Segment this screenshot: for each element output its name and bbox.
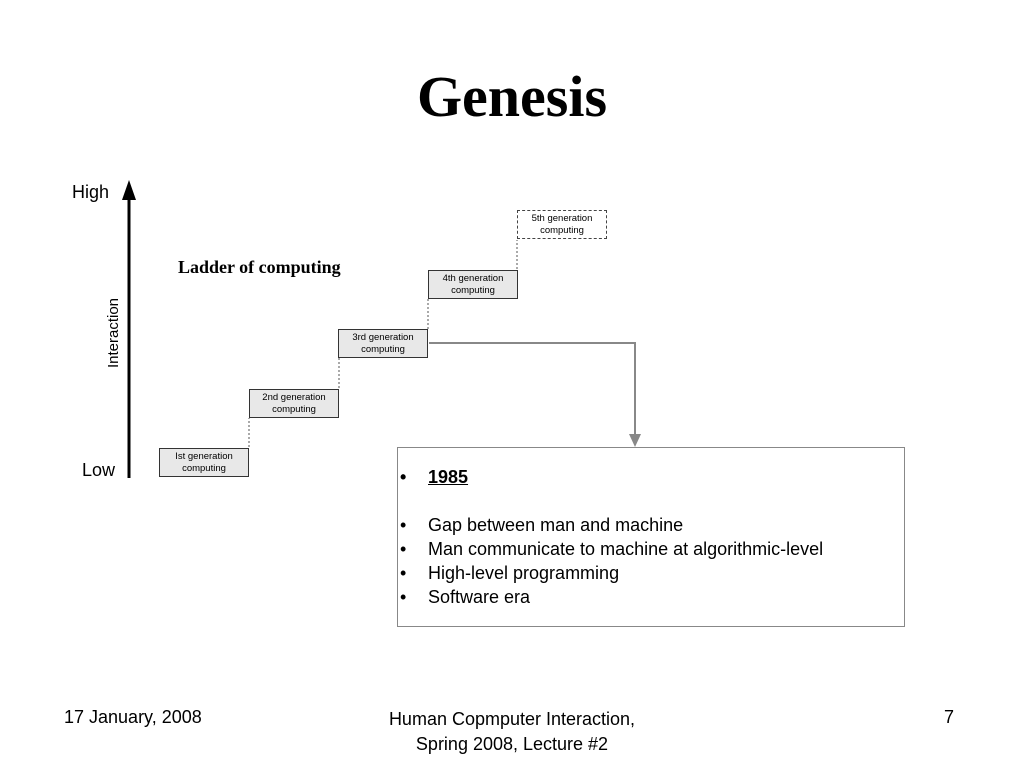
generation-box-4: 4th generation computing — [428, 270, 518, 299]
diagram-title: Ladder of computing — [178, 257, 341, 277]
callout-arrowhead — [629, 434, 641, 447]
axis-low-label: Low — [82, 460, 116, 480]
generation-box-2: 2nd generation computing — [249, 389, 339, 418]
interaction-axis-arrowhead — [122, 180, 136, 200]
generation-box-3: 3rd generation computing — [338, 329, 428, 358]
info-list-details: Gap between man and machine Man communic… — [398, 513, 898, 609]
info-item: Gap between man and machine — [398, 513, 898, 537]
footer-course-line2: Spring 2008, Lecture #2 — [415, 734, 609, 754]
footer-course: Human Copmputer Interaction, Spring 2008… — [312, 707, 712, 757]
info-item-year: 1985 — [398, 465, 898, 489]
generation-box-5: 5th generation computing — [517, 210, 607, 239]
info-box: 1985 Gap between man and machine Man com… — [397, 447, 905, 627]
footer-course-line1: Human Copmputer Interaction, — [388, 709, 636, 729]
footer-date: 17 January, 2008 — [64, 707, 202, 727]
slide-title: Genesis — [416, 64, 608, 129]
axis-high-label: High — [72, 182, 110, 202]
info-list: 1985 — [398, 465, 898, 489]
info-item: High-level programming — [398, 561, 898, 585]
callout-connector — [429, 342, 636, 436]
axis-title: Interaction — [105, 297, 122, 369]
footer-page-number: 7 — [944, 707, 955, 727]
generation-box-1: Ist generation computing — [159, 448, 249, 477]
info-item: Software era — [398, 585, 898, 609]
info-item: Man communicate to machine at algorithmi… — [398, 537, 898, 561]
